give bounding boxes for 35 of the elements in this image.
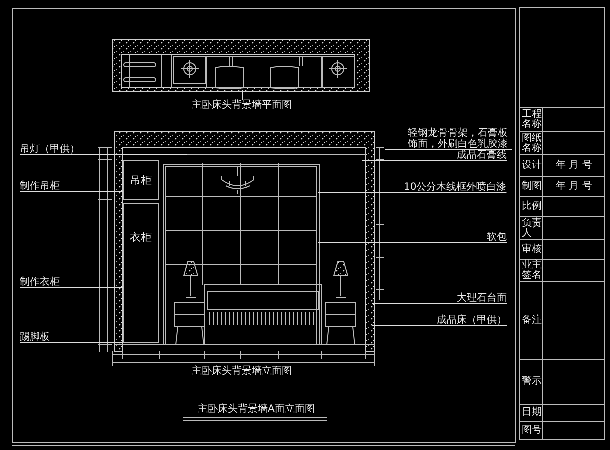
table-cell: 警示 — [522, 377, 542, 387]
table-cell: 年 月 号 — [556, 161, 592, 171]
callout-text: 主卧床头背景墙平面图 — [192, 100, 292, 111]
table-cell: 负责人 — [522, 219, 542, 239]
callout-text: 踢脚板 — [20, 332, 50, 343]
table-cell: 年 月 号 — [556, 182, 592, 192]
callout-text: 轻钢龙骨骨架，石膏板饰面，外刷白色乳胶漆 — [408, 128, 512, 150]
table-cell: 图纸名称 — [522, 134, 542, 154]
callout-text: 10公分木线框外喷白漆 — [404, 182, 507, 193]
drawing-title: 主卧床头背景墙A面立面图 — [198, 404, 315, 415]
table-cell: 日期 — [522, 408, 542, 418]
table-cell: 审核 — [522, 245, 542, 255]
callout-text: 大理石台面 — [457, 293, 507, 304]
table-cell: 制图 — [522, 182, 542, 192]
leader-line — [20, 342, 124, 344]
leader-line — [318, 192, 508, 194]
table-cell: 设计 — [522, 161, 542, 171]
callout-text: 成品石膏线 — [457, 150, 507, 161]
table-cell: 工程名称 — [522, 110, 542, 130]
callout-text: 制作吊柜 — [20, 181, 60, 192]
table-cell: 图号 — [522, 426, 542, 436]
drawing-title: 主卧床头背景墙立面图 — [192, 366, 292, 377]
cabinet-box: 吊柜 — [123, 160, 159, 200]
leader-line — [318, 242, 508, 244]
callout-text: 成品床（甲供） — [437, 315, 507, 326]
leader-line — [20, 154, 188, 156]
table-cell: 比例 — [522, 202, 542, 212]
callout-text: 软包 — [487, 232, 507, 243]
leader-line — [242, 90, 244, 100]
leader-line — [362, 160, 508, 162]
table-cell: 业主签名 — [522, 261, 542, 281]
cabinet-box: 衣柜 — [123, 203, 159, 343]
callout-text: 制作衣柜 — [20, 277, 60, 288]
table-cell: 备注 — [522, 316, 542, 326]
callout-text: 吊灯（甲供） — [20, 144, 80, 155]
